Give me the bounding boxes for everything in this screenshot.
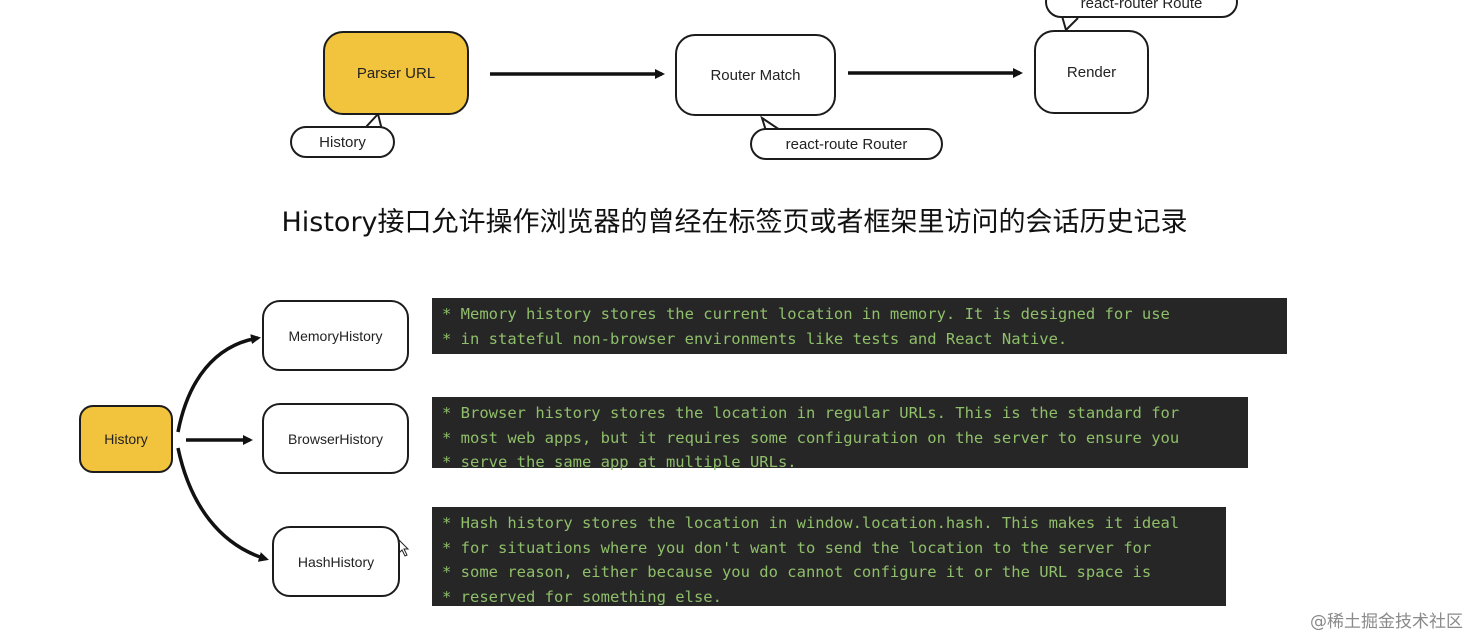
render-node: Render	[1034, 30, 1149, 114]
memory-history-code-block: * Memory history stores the current loca…	[432, 298, 1287, 354]
code-line: * reserved for something else.	[442, 587, 722, 606]
mouse-cursor-icon	[398, 538, 410, 557]
parser-url-node: Parser URL	[323, 31, 469, 115]
history-root-node: History	[79, 405, 173, 473]
hash-history-code-block: * Hash history stores the location in wi…	[432, 507, 1226, 606]
page-headline: History接口允许操作浏览器的曾经在标签页或者框架里访问的会话历史记录	[281, 207, 1188, 238]
react-route-router-label: react-route Router	[785, 135, 908, 153]
code-line: * in stateful non-browser environments l…	[442, 329, 1068, 348]
router-match-label: Router Match	[710, 66, 801, 84]
watermark: @稀土掘金技术社区	[1310, 612, 1463, 632]
history-root-label: History	[104, 431, 148, 447]
history-callout-label: History	[319, 133, 366, 151]
code-line: * for situations where you don't want to…	[442, 538, 1152, 557]
callout-tail-route	[1061, 15, 1079, 32]
memory-history-node: MemoryHistory	[262, 300, 409, 371]
history-callout: History	[290, 126, 395, 158]
code-line: * Browser history stores the location in…	[442, 404, 1180, 422]
code-line: * Memory history stores the current loca…	[442, 305, 1170, 323]
arrow-history-to-hash	[176, 447, 269, 562]
hash-history-node: HashHistory	[272, 526, 400, 597]
react-route-router-callout: react-route Router	[750, 128, 943, 160]
code-line: * serve the same app at multiple URLs.	[442, 453, 797, 471]
react-router-route-label: react-router Route	[1080, 0, 1203, 12]
code-line: * most web apps, but it requires some co…	[442, 428, 1180, 447]
code-line: * some reason, either because you do can…	[442, 563, 1152, 581]
parser-url-label: Parser URL	[356, 64, 436, 82]
arrow-history-to-memory	[176, 334, 261, 433]
browser-history-label: BrowserHistory	[288, 430, 383, 447]
browser-history-node: BrowserHistory	[262, 403, 409, 474]
hash-history-label: HashHistory	[297, 553, 375, 570]
react-router-route-callout: react-router Route	[1045, 0, 1238, 18]
render-label: Render	[1066, 63, 1117, 81]
memory-history-label: MemoryHistory	[288, 327, 383, 344]
router-match-node: Router Match	[675, 34, 836, 116]
code-line: * Hash history stores the location in wi…	[442, 514, 1180, 532]
browser-history-code-block: * Browser history stores the location in…	[432, 397, 1248, 471]
